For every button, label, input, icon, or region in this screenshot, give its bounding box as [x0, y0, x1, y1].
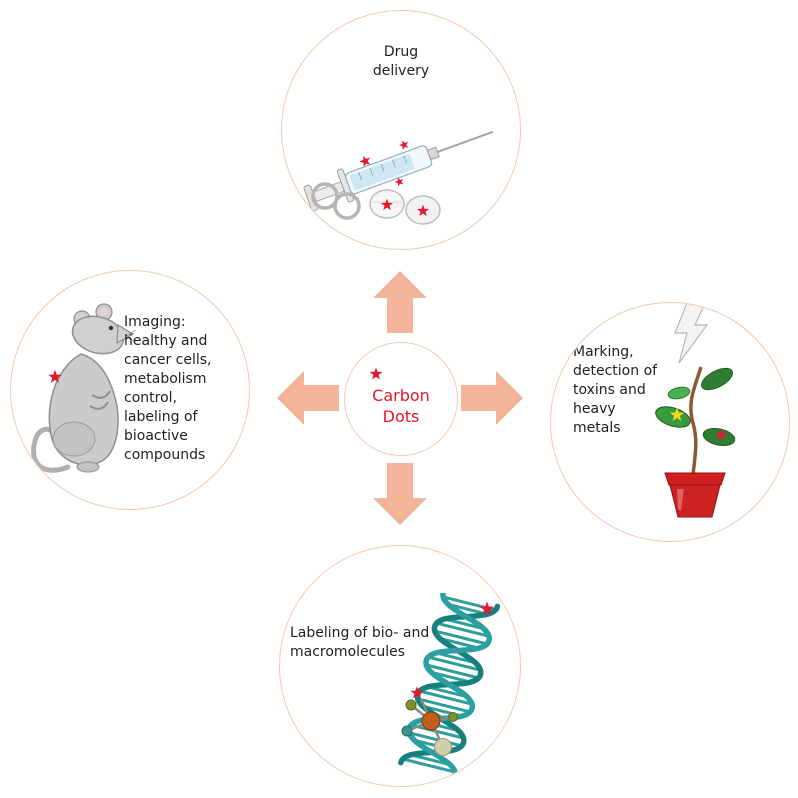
label-line: labeling of [124, 409, 198, 425]
label-line: macromolecules [290, 644, 406, 660]
arrow-up-icon [373, 271, 427, 333]
rat-tail [31, 426, 71, 473]
rat-paw [91, 390, 111, 399]
star-icon [397, 138, 411, 151]
rat-head [71, 315, 136, 355]
node-imaging: Imaging: healthy and cancer cells, metab… [10, 270, 250, 510]
lightning-icon [674, 303, 709, 364]
dna-molecule-icon [398, 593, 501, 779]
rat-icon [31, 303, 136, 473]
label-line: cancer cells, [124, 352, 212, 368]
rat-paw [89, 401, 109, 410]
label-line: Carbon [372, 386, 430, 405]
node-labeling-label: Labeling of bio- and macromolecules [290, 624, 470, 662]
label-line: delivery [372, 63, 430, 79]
label-line: Marking, [573, 344, 634, 360]
carbon-dots-label: Carbon Dots [345, 385, 457, 427]
finger-ring-icon [333, 192, 361, 220]
syringe-icon [303, 130, 494, 225]
label-line: bioactive [124, 428, 188, 444]
node-carbon-dots: Carbon Dots [344, 342, 458, 456]
label-line: Drug [383, 44, 419, 60]
finger-ring-icon [311, 182, 339, 210]
label-line: toxins and [573, 382, 646, 398]
rat-inner-ear [100, 308, 108, 316]
label-line: healthy and [124, 333, 208, 349]
dna-helix [398, 593, 501, 779]
label-line: heavy [573, 401, 616, 417]
node-marking-label: Marking, detection of toxins and heavy m… [573, 343, 693, 438]
label-line: metals [573, 420, 621, 436]
node-drug-delivery-label: Drug delivery [282, 43, 520, 81]
pill-icon [405, 195, 441, 225]
label-line: detection of [573, 363, 658, 379]
leaf-icon [667, 386, 691, 400]
node-labeling-molecules: Labeling of bio- and macromolecules [279, 545, 521, 787]
arrow-left-icon [277, 371, 339, 425]
label-line: compounds [124, 447, 206, 463]
leaf-icon [655, 406, 691, 428]
node-drug-delivery: Drug delivery [281, 10, 521, 250]
molecule-icon [401, 686, 458, 756]
label-line: Labeling of bio- and [290, 625, 430, 641]
rat-foot [76, 461, 100, 473]
label-line: Imaging: [124, 314, 186, 330]
leaf-icon [701, 367, 733, 391]
plant-in-pot-icon [655, 303, 736, 518]
star-icon [369, 367, 383, 380]
label-line: metabolism [124, 371, 207, 387]
rat-haunch [52, 421, 96, 457]
pill-icon [369, 189, 405, 219]
flower-pot-icon [664, 472, 726, 518]
node-marking-detection: Marking, detection of toxins and heavy m… [550, 302, 790, 542]
label-line: control, [124, 390, 177, 406]
arrow-right-icon [461, 371, 523, 425]
arrow-down-icon [373, 463, 427, 525]
node-imaging-label: Imaging: healthy and cancer cells, metab… [124, 313, 242, 465]
label-line: Dots [382, 407, 420, 426]
